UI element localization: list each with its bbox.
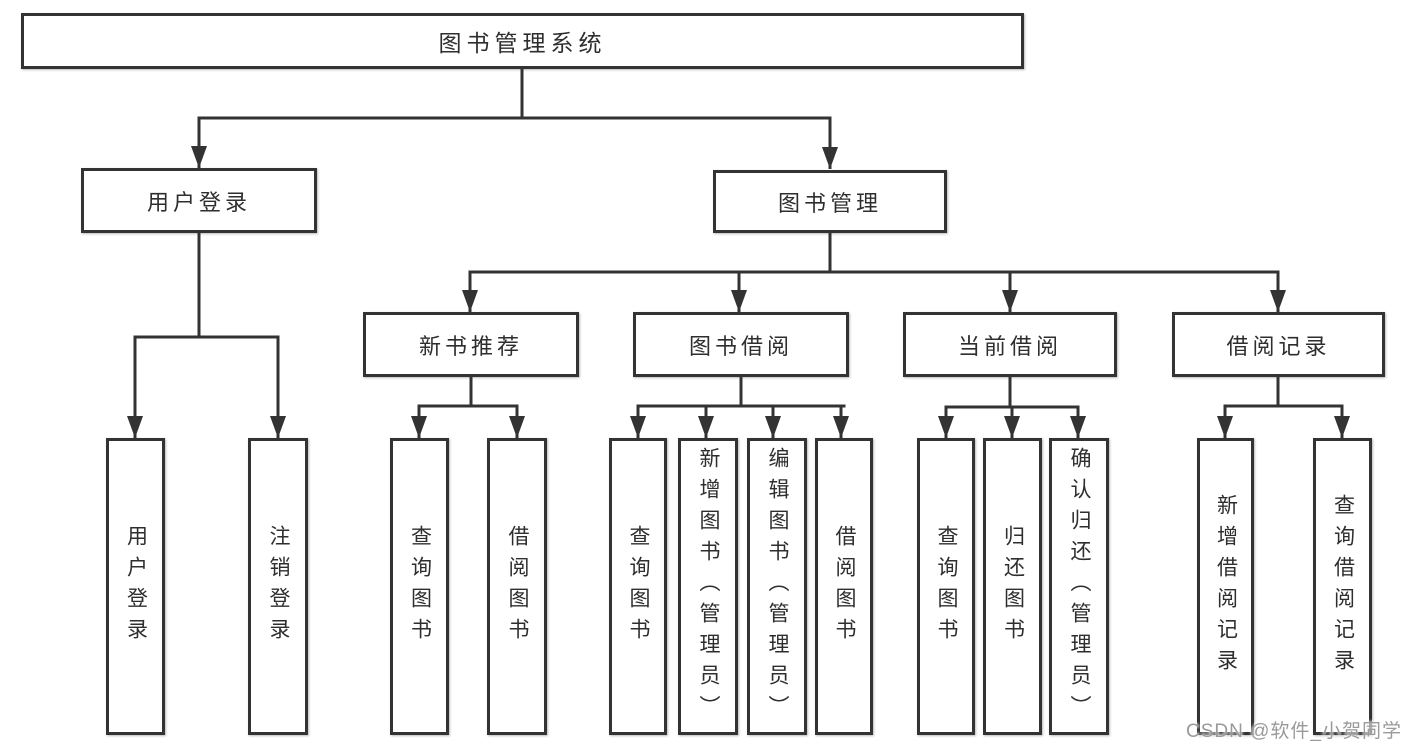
- node-current-borrowing: 当前借阅: [903, 312, 1117, 377]
- leaf-cb-query-books: 查询图书: [917, 438, 975, 735]
- node-book-borrowing: 图书借阅: [633, 312, 849, 377]
- leaf-cb-return-books: 归还图书: [983, 438, 1042, 735]
- node-borrowing-records: 借阅记录: [1172, 312, 1385, 377]
- leaf-br-query-record: 查询借阅记录: [1313, 438, 1372, 735]
- tree-branch-lines: [133, 69, 1344, 409]
- leaf-br-add-record: 新增借阅记录: [1197, 438, 1254, 735]
- leaf-bb-add-books-admin: 新增图书（管理员）: [678, 438, 738, 735]
- leaf-nb-borrow-books: 借阅图书: [487, 438, 547, 735]
- leaf-logout-login: 注销登录: [248, 438, 308, 735]
- node-root-system: 图书管理系统: [21, 13, 1024, 69]
- csdn-watermark: CSDN @软件_小贺同学: [1186, 721, 1402, 742]
- leaf-bb-borrow-books: 借阅图书: [815, 438, 873, 735]
- node-new-book-recommend: 新书推荐: [363, 312, 579, 377]
- leaf-bb-query-books: 查询图书: [609, 438, 667, 735]
- leaf-cb-confirm-return-admin: 确认归还（管理员）: [1049, 438, 1109, 735]
- node-user-login: 用户登录: [81, 168, 317, 233]
- leaf-bb-edit-books-admin: 编辑图书（管理员）: [747, 438, 807, 735]
- leaf-nb-query-books: 查询图书: [390, 438, 449, 735]
- node-book-management: 图书管理: [713, 170, 947, 233]
- leaf-user-login: 用户登录: [106, 438, 165, 735]
